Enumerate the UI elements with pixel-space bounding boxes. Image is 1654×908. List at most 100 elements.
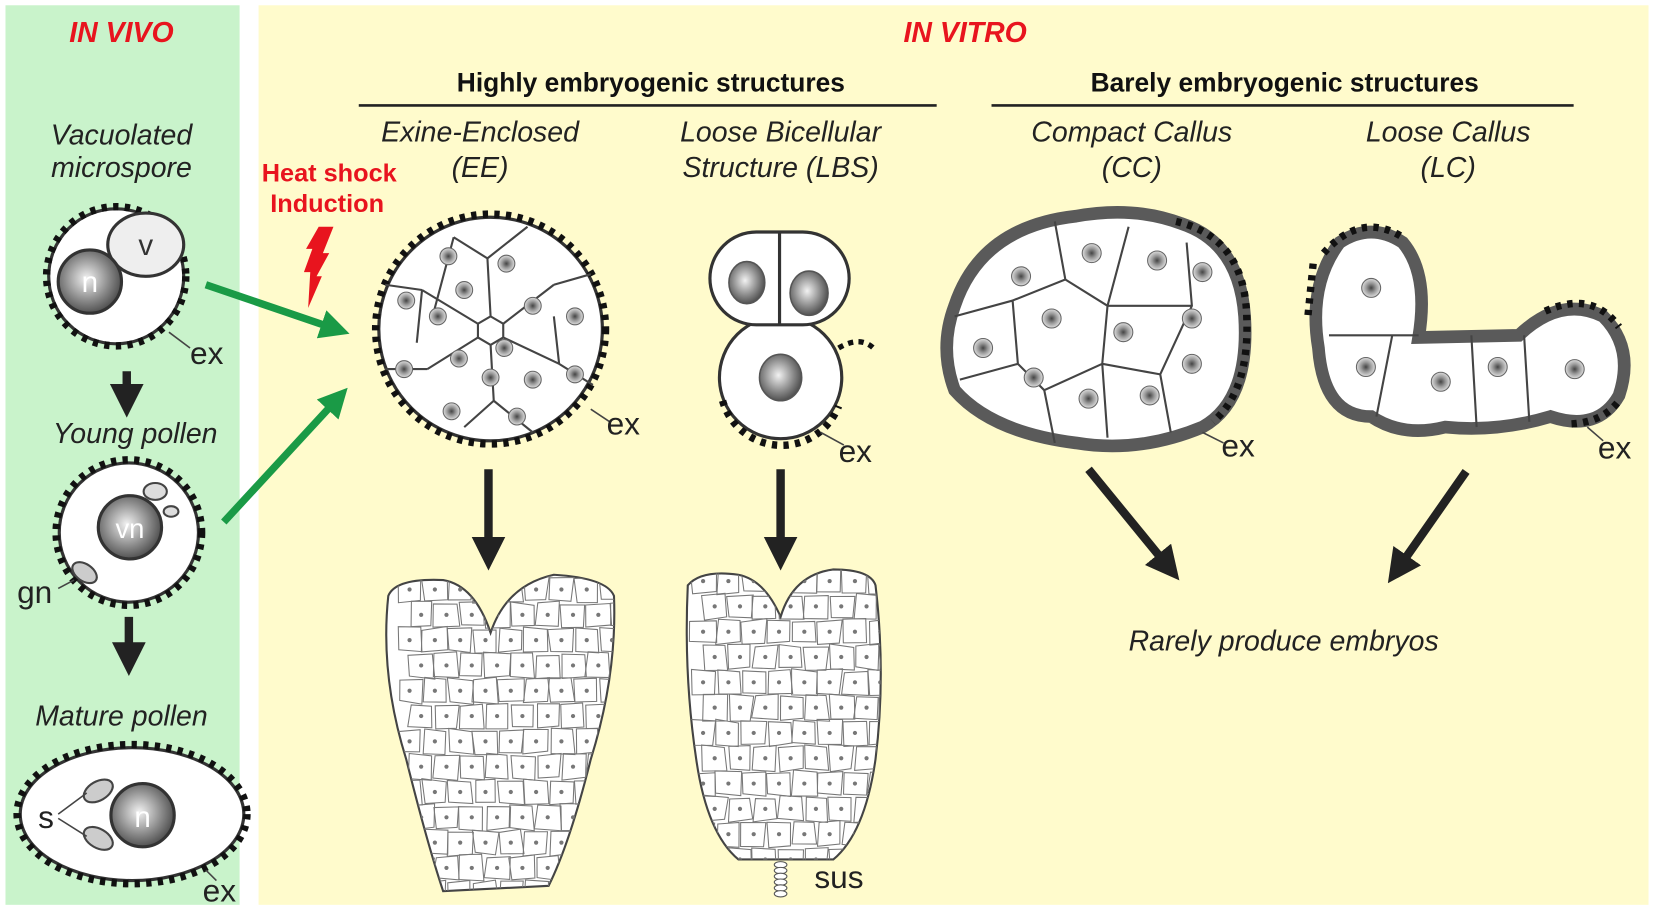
nucleus-dot — [396, 361, 413, 378]
young-pollen-label: Young pollen — [53, 418, 218, 450]
embryo-nucleus — [777, 781, 781, 785]
nucleus-dot — [451, 350, 468, 367]
embryo-nucleus — [789, 604, 793, 608]
embryo-nucleus — [407, 739, 411, 743]
cc-label-1: Compact Callus — [1031, 116, 1232, 148]
embryo-nucleus — [726, 832, 730, 836]
nucleus-dot — [567, 366, 584, 383]
nucleus-dot — [1356, 358, 1375, 377]
highly-embryogenic-heading: Highly embryogenic structures — [457, 68, 845, 98]
nucleus-dot — [1148, 251, 1167, 270]
embryo-nucleus — [713, 655, 717, 659]
suspensor-label: sus — [814, 859, 863, 895]
nucleus-label: n — [82, 266, 98, 299]
embryo-nucleus — [802, 731, 806, 735]
nucleus-dot — [429, 308, 446, 325]
embryo-nucleus — [738, 756, 742, 760]
embryo-nucleus — [864, 756, 868, 760]
embryo-nucleus — [571, 714, 575, 718]
compact-callus: ex — [947, 212, 1255, 463]
embryo-nucleus — [433, 638, 437, 642]
embryo-nucleus — [777, 630, 781, 634]
embryo-nucleus — [444, 765, 448, 769]
lbs-label-1: Loose Bicellular — [680, 116, 882, 148]
embryo-nucleus — [483, 790, 487, 794]
embryo-nucleus — [828, 731, 832, 735]
embryo-nucleus — [726, 680, 730, 684]
embryo-nucleus — [520, 815, 524, 819]
nucleus-dot — [1488, 358, 1507, 377]
embryo-nucleus — [407, 638, 411, 642]
embryo-nucleus — [853, 680, 857, 684]
cc-label-2: (CC) — [1102, 152, 1162, 184]
heat-shock-label: Heat shock — [262, 159, 398, 187]
embryo-nucleus — [777, 832, 781, 836]
embryo-nucleus — [470, 714, 474, 718]
embryo-nucleus — [559, 689, 563, 693]
nucleus-dot — [1182, 354, 1201, 373]
embryo-nucleus — [853, 731, 857, 735]
embryo-nucleus — [571, 765, 575, 769]
embryo-nucleus — [571, 613, 575, 617]
embryo-nucleus — [802, 630, 806, 634]
embryo-nucleus — [802, 781, 806, 785]
embryo-nucleus — [752, 731, 756, 735]
embryo-nucleus — [433, 587, 437, 591]
embryo-nucleus — [419, 613, 423, 617]
embryo-nucleus — [713, 756, 717, 760]
embryo-nucleus — [433, 689, 437, 693]
embryo-nucleus — [470, 765, 474, 769]
exine-label: ex — [1221, 428, 1255, 464]
embryo-nucleus — [839, 604, 843, 608]
nucleus-dot — [1182, 309, 1201, 328]
embryo-nucleus — [534, 739, 538, 743]
embryo-nucleus — [701, 630, 705, 634]
embryo-nucleus — [458, 689, 462, 693]
embryo-nucleus — [546, 663, 550, 667]
embryo-nucleus — [419, 663, 423, 667]
mature-pollen-label: Mature pollen — [35, 701, 208, 733]
embryo-nucleus — [713, 706, 717, 710]
embryo-nucleus — [828, 781, 832, 785]
embryo-nucleus — [419, 765, 423, 769]
nucleus-dot — [443, 403, 460, 420]
in-vivo-title: IN VIVO — [69, 17, 173, 49]
embryo-nucleus — [864, 706, 868, 710]
embryo-nucleus — [534, 790, 538, 794]
embryo-nucleus — [864, 604, 868, 608]
embryo-nucleus — [814, 655, 818, 659]
nucleus-dot — [1082, 244, 1101, 263]
embryo-nucleus — [701, 731, 705, 735]
embryo-nucleus — [853, 630, 857, 634]
nucleus-dot — [1012, 267, 1031, 286]
embryo-nucleus — [839, 807, 843, 811]
embryo-nucleus — [509, 790, 513, 794]
in-vitro-title: IN VITRO — [903, 17, 1026, 49]
embryo-nucleus — [520, 866, 524, 870]
embryo-nucleus — [495, 663, 499, 667]
vacuole-label: v — [138, 229, 153, 262]
embryo-nucleus — [738, 655, 742, 659]
embryo-nucleus — [585, 689, 589, 693]
embryo-nucleus — [407, 689, 411, 693]
embryo-nucleus — [802, 680, 806, 684]
exine-label: ex — [839, 433, 873, 469]
embryo-nucleus — [596, 613, 600, 617]
embryo-nucleus — [828, 579, 832, 583]
embryo-nucleus — [701, 579, 705, 583]
nucleus-dot — [509, 408, 526, 425]
embryo-nucleus — [701, 680, 705, 684]
embryo-nucleus — [534, 841, 538, 845]
embryo-nucleus — [470, 663, 474, 667]
embryo-nucleus — [546, 765, 550, 769]
embryo-nucleus — [828, 630, 832, 634]
nucleus-dot — [1114, 323, 1133, 342]
embryo-nucleus — [483, 841, 487, 845]
embryo-nucleus — [433, 790, 437, 794]
embryo-nucleus — [458, 587, 462, 591]
embryo-nucleus — [713, 604, 717, 608]
embryo-nucleus — [444, 613, 448, 617]
nucleus-dot — [524, 297, 541, 314]
embryo-nucleus — [534, 638, 538, 642]
embryo-nucleus — [571, 663, 575, 667]
